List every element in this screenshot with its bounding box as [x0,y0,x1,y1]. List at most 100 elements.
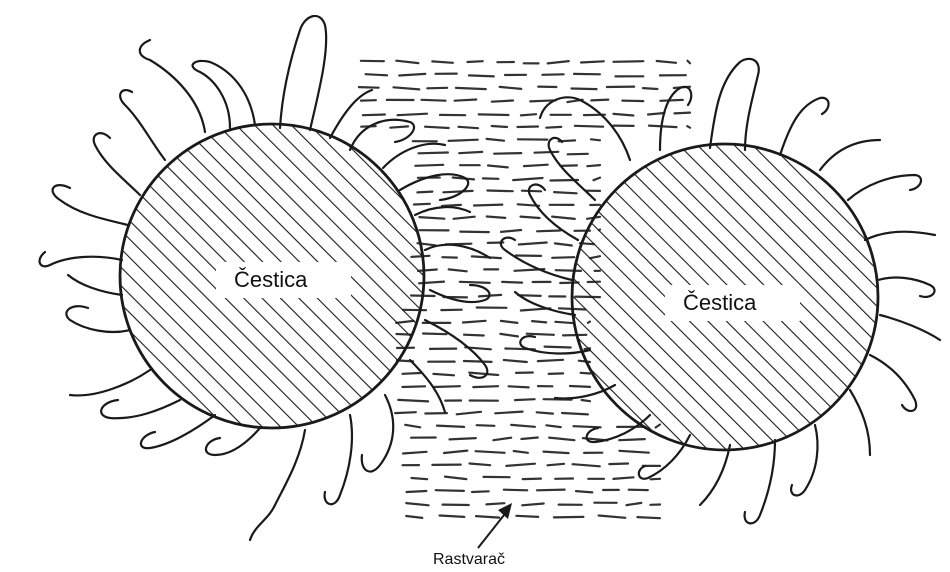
solvent-dash [359,87,379,88]
solvent-dash [398,114,428,116]
solvent-dash [501,321,518,323]
solvent-dash [440,516,465,517]
solvent-dash [504,490,527,491]
solvent-dash [518,127,539,128]
solvent-dash [522,504,544,506]
solvent-dash [445,477,466,480]
solvent-dash [548,61,569,63]
solvent-dash [614,114,634,116]
solvent-dash [554,192,577,193]
solvent-dash [470,464,491,466]
solvent-dash [442,205,461,206]
solvent-dash [492,101,513,102]
solvent-dash [538,360,563,361]
solvent-dash [527,334,554,335]
solvent-dash [366,74,388,75]
solvent-dash [549,438,574,441]
solvent-dash [514,451,528,453]
solvent-dash [554,517,584,518]
solvent-dash [622,101,643,102]
solvent-dash [599,516,626,518]
solvent-dash [576,491,592,492]
solvent-dash [464,335,484,336]
solvent-dash [488,166,508,168]
solvent-dash [415,165,443,166]
solvent-dash [403,452,427,454]
solvent-dash [560,165,577,166]
solvent-dash [521,438,537,440]
solvent-dash [513,178,542,180]
solvent-dash [555,322,574,323]
solvent-dash [450,438,476,439]
solvent-dash [493,438,511,441]
solvent-dash [437,426,464,427]
solvent-dash [570,386,590,387]
solvent-dash [521,217,540,218]
solvent-dash [609,464,628,465]
solvent-dash [581,373,590,374]
solvent-dash [594,178,601,181]
solvent-dash [459,152,482,153]
solvent-dash [651,479,660,480]
solvent-dash [542,74,563,75]
solvent-dash [469,75,494,76]
solvent-dash [568,154,588,155]
solvent-dash [573,464,600,466]
solvent-dash [572,89,597,90]
solvent-dash [506,464,535,466]
solvent-dash [464,361,492,362]
solvent-dash [552,257,574,258]
solvent-dash [449,140,478,141]
solvent-dash [425,127,449,128]
solvent-dash [544,452,569,454]
solvent-dash [562,413,588,414]
solvent-dash [537,490,565,491]
solvent-dash [521,114,536,115]
solvent-dash [467,61,482,62]
solvent-dash [546,127,561,128]
solvent-dash [459,127,479,128]
solvent-dash [406,516,422,518]
solvent-dash [549,373,563,374]
solvent-dash [548,464,565,466]
solvent-dash [523,479,541,480]
solvent-dash [449,269,467,271]
solvent-dash [487,139,504,141]
solvent-dash [546,425,560,427]
particle-right-label: Čestica [665,285,800,321]
solvent-dash [613,477,633,479]
solvent-dash [390,126,408,127]
solvent-dash [469,373,498,375]
solvent-dash [619,451,648,453]
solvent-dash [487,217,506,218]
solvent-dash [495,412,522,414]
solvent-dash [436,490,464,491]
solvent-dash [460,282,490,283]
solvent-dash [460,232,489,233]
solvent-dash [688,61,691,64]
solvent-dash [486,503,504,504]
solvent-dash [405,425,420,428]
solvent-dash [687,126,690,128]
solvent-dash [422,100,446,101]
solvent-dash [502,282,522,283]
solvent-dash [492,126,507,127]
solvent-dash [509,386,529,387]
solvent-dash [501,230,521,232]
solvent-dash [537,412,553,413]
solvent-dash [455,100,477,101]
solvent-dash [657,61,676,63]
solvent-dash [522,191,541,192]
solvent-dash [516,516,538,517]
solvent-dash [524,165,548,166]
solvent-dash [587,165,600,166]
solvent-dash [552,217,575,219]
solvent-dash [519,243,547,245]
solvent-dash [500,334,518,337]
solvent-dash [574,426,601,427]
solvent-dash [537,231,560,232]
solvent-dash [456,88,486,89]
particle-left-label: Čestica [216,262,351,298]
solvent-dash [555,243,572,245]
solvent-dash [535,152,559,153]
